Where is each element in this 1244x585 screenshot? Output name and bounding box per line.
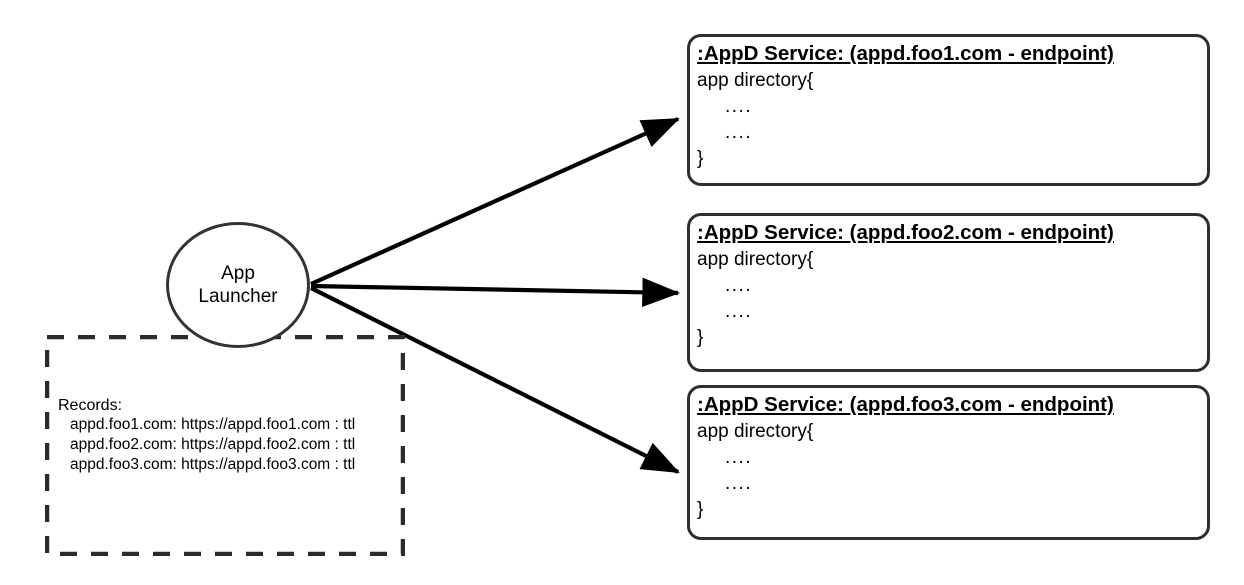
records-dashed-border <box>45 335 405 556</box>
service-body-3: app directory{ .... .... } <box>697 419 813 523</box>
service-close-line-2: } <box>697 327 704 348</box>
service-dots-line-2a: .... <box>725 275 753 296</box>
service-title-2: :AppD Service: (appd.foo2.com - endpoint… <box>697 221 1114 244</box>
service-box-2[interactable]: :AppD Service: (appd.foo2.com - endpoint… <box>687 213 1210 372</box>
service-open-line-3: app directory{ <box>697 421 814 442</box>
service-dots-line-1a: .... <box>725 96 753 117</box>
service-open-line-1: app directory{ <box>697 70 814 91</box>
app-launcher-label-line1: App <box>221 263 255 284</box>
record-entry: appd.foo3.com: https://appd.foo3.com : t… <box>70 456 356 473</box>
record-entry: appd.foo2.com: https://appd.foo2.com : t… <box>70 436 356 453</box>
service-dots-line-1b: .... <box>725 122 753 143</box>
service-close-line-1: } <box>697 148 704 169</box>
connector-launcher-to-service-1 <box>310 117 680 286</box>
records-title: Records: <box>58 397 123 414</box>
service-title-1: :AppD Service: (appd.foo1.com - endpoint… <box>697 42 1114 65</box>
service-dots-line-3b: .... <box>725 473 753 494</box>
records-region <box>45 335 405 556</box>
service-box-3[interactable]: :AppD Service: (appd.foo3.com - endpoint… <box>687 385 1210 540</box>
service-open-line-2: app directory{ <box>697 249 814 270</box>
app-launcher-label-line2: Launcher <box>198 286 278 307</box>
connector-launcher-to-service-2 <box>310 277 681 308</box>
service-title-3: :AppD Service: (appd.foo3.com - endpoint… <box>697 393 1114 416</box>
service-dots-line-2b: .... <box>725 301 753 322</box>
records-list: appd.foo1.com: https://appd.foo1.com : t… <box>58 415 355 475</box>
service-close-line-3: } <box>697 499 704 520</box>
records-content: Records: appd.foo1.com: https://appd.foo… <box>58 396 355 475</box>
service-body-2: app directory{ .... .... } <box>697 247 813 351</box>
app-launcher-node[interactable]: App Launcher <box>166 222 310 348</box>
record-entry: appd.foo1.com: https://appd.foo1.com : t… <box>70 416 356 433</box>
service-body-1: app directory{ .... .... } <box>697 68 813 172</box>
service-dots-line-3a: .... <box>725 447 753 468</box>
service-box-1[interactable]: :AppD Service: (appd.foo1.com - endpoint… <box>687 34 1210 186</box>
